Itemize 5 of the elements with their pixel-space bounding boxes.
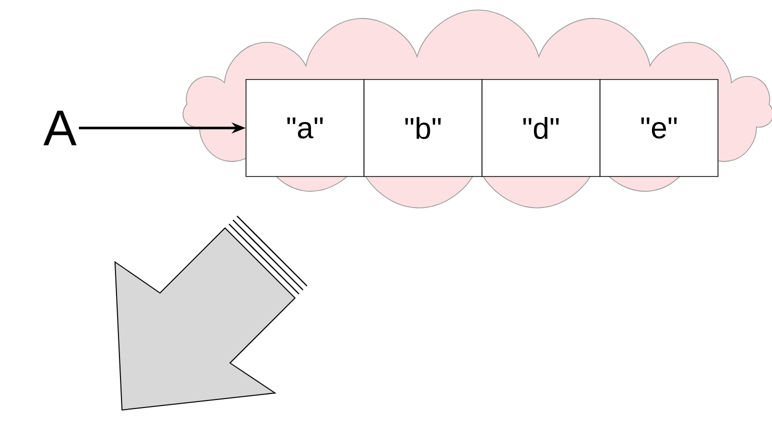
array-cell: "e" xyxy=(600,79,718,177)
array-cell: "a" xyxy=(246,79,364,177)
array-cell: "d" xyxy=(482,79,600,177)
array-cell: "b" xyxy=(364,79,482,177)
variable-label: A xyxy=(43,110,77,146)
